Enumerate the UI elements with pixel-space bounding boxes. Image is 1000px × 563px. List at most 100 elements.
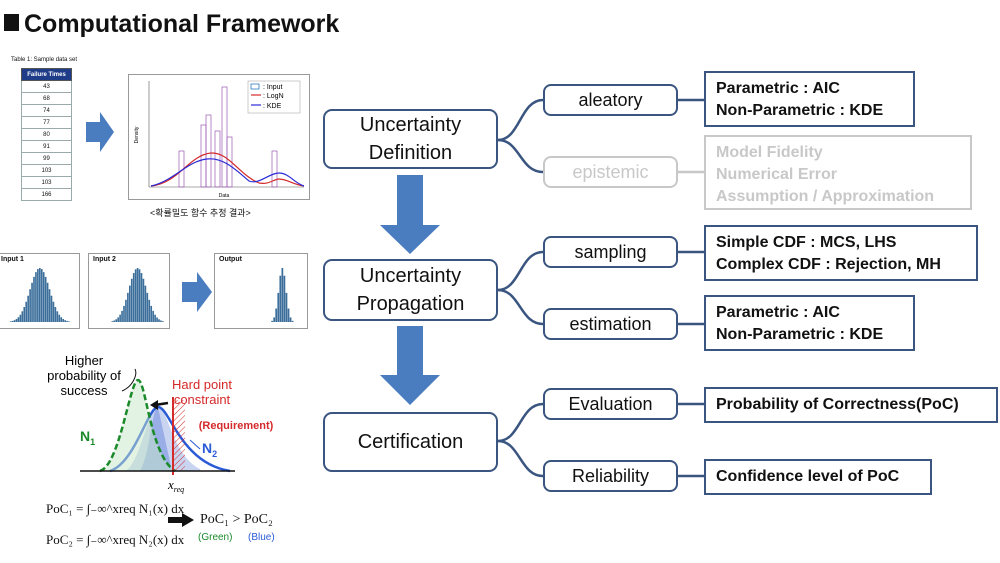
histogram-bar bbox=[291, 320, 294, 322]
input1-histogram: Input 1 bbox=[0, 253, 80, 329]
poc1-formula: PoC₁ = ∫₋∞^xreq N₁(x) dx bbox=[46, 501, 185, 516]
histogram-bar bbox=[19, 314, 22, 322]
pdf-plot-svg: : Input : LogN : KDE Data Density bbox=[134, 80, 305, 199]
n2-label: N2 bbox=[202, 440, 217, 459]
histogram-bar bbox=[13, 320, 16, 322]
right-arrow-icon bbox=[182, 272, 212, 312]
histogram-bar bbox=[129, 285, 131, 322]
histogram-bar bbox=[130, 278, 133, 322]
n1-label: N1 bbox=[80, 428, 95, 447]
hard-point-line1: Hard point bbox=[172, 377, 232, 392]
histogram-bar bbox=[271, 320, 273, 322]
histogram-bar bbox=[273, 317, 276, 322]
sampling-node: sampling bbox=[543, 236, 678, 268]
histogram-bar bbox=[285, 292, 288, 322]
histogram-bar bbox=[44, 276, 47, 322]
histogram-bar bbox=[17, 317, 20, 322]
histogram-bar bbox=[287, 308, 290, 322]
histogram-bar bbox=[154, 314, 156, 322]
histogram-bar bbox=[113, 320, 116, 322]
histogram-bar bbox=[35, 272, 37, 322]
histogram-bar bbox=[50, 295, 53, 322]
hard-point-line2: constraint bbox=[174, 392, 231, 407]
histogram-bar bbox=[158, 319, 160, 322]
histogram-bar bbox=[29, 289, 31, 322]
histogram-bar bbox=[121, 310, 123, 322]
histogram-bar bbox=[111, 321, 114, 322]
histogram-bar bbox=[64, 320, 66, 322]
histogram-bar bbox=[283, 275, 286, 322]
histogram-bar bbox=[68, 321, 70, 322]
histogram-bar bbox=[279, 275, 282, 322]
histogram-bar bbox=[148, 299, 151, 322]
requirement-label: (Requirement) bbox=[199, 420, 274, 432]
histogram-bar bbox=[140, 273, 143, 322]
histogram-bar bbox=[123, 305, 125, 322]
histogram-bar bbox=[37, 269, 39, 322]
histogram-bar bbox=[138, 269, 141, 322]
histogram-bar bbox=[40, 269, 43, 322]
histogram-bar bbox=[62, 318, 64, 322]
histogram-bar bbox=[275, 308, 278, 322]
histogram-bar bbox=[33, 276, 35, 322]
histogram-bar bbox=[46, 282, 49, 322]
histogram-bar bbox=[117, 317, 119, 322]
kde-curve bbox=[150, 158, 305, 187]
legend-logn: : LogN bbox=[263, 93, 284, 100]
histogram-bar bbox=[52, 301, 55, 322]
input2-histogram: Input 2 bbox=[88, 253, 170, 329]
table-row: 166 bbox=[21, 188, 72, 201]
pdf-plot: : Input : LogN : KDE Data Density bbox=[128, 74, 310, 200]
epistemic-node: epistemic bbox=[543, 156, 678, 188]
higher-prob-line3: success bbox=[61, 383, 108, 398]
histogram-bar bbox=[119, 314, 121, 322]
higher-prob-line1: Higher bbox=[65, 353, 104, 368]
table-cell: 103 bbox=[21, 164, 72, 177]
blue-note: (Blue) bbox=[248, 532, 275, 543]
pdf-y-label: Density bbox=[134, 126, 140, 143]
down-arrow-icon bbox=[380, 175, 440, 254]
right-arrow-icon bbox=[86, 112, 114, 152]
xreq-label: xreq bbox=[167, 477, 184, 494]
histogram-bar bbox=[23, 306, 26, 322]
legend-kde: : KDE bbox=[263, 103, 282, 110]
histogram-bar bbox=[39, 268, 41, 322]
histogram-bar bbox=[56, 311, 59, 322]
n1-curve bbox=[99, 378, 176, 473]
higher-prob-line2: probability of bbox=[47, 368, 121, 383]
histogram-bar bbox=[25, 301, 28, 322]
pdf-x-label: Data bbox=[219, 193, 230, 199]
histogram-bar bbox=[11, 320, 14, 322]
reliability-result: Confidence level of PoC bbox=[704, 459, 932, 495]
histogram-bar bbox=[289, 317, 292, 322]
down-arrow-icon bbox=[380, 326, 440, 405]
histogram-bar bbox=[144, 285, 147, 322]
poc-comparison: PoC₁ > PoC₂ bbox=[200, 512, 273, 527]
output-histogram: Output bbox=[214, 253, 308, 329]
histogram-bar bbox=[277, 292, 280, 322]
input2-label: Input 2 bbox=[93, 256, 116, 263]
poc-figure: Higher probability of success Hard point… bbox=[47, 353, 274, 494]
table-header: Failure Times bbox=[21, 68, 72, 81]
table-row: 103 bbox=[21, 164, 72, 177]
aleatory-node: aleatory bbox=[543, 84, 678, 116]
evaluation-result: Probability of Correctness(PoC) bbox=[704, 387, 998, 423]
histogram-bar bbox=[54, 306, 57, 322]
green-note: (Green) bbox=[198, 532, 233, 543]
histogram-bar bbox=[66, 320, 68, 322]
histogram-bar bbox=[15, 318, 18, 322]
histogram-bar bbox=[58, 314, 61, 322]
histogram-bar bbox=[9, 321, 12, 322]
table-caption: Table 1: Sample data set bbox=[11, 57, 78, 63]
histogram-bar bbox=[48, 289, 51, 322]
input1-label: Input 1 bbox=[1, 256, 24, 263]
histogram-bar bbox=[134, 269, 137, 322]
histogram-bar bbox=[136, 268, 139, 322]
